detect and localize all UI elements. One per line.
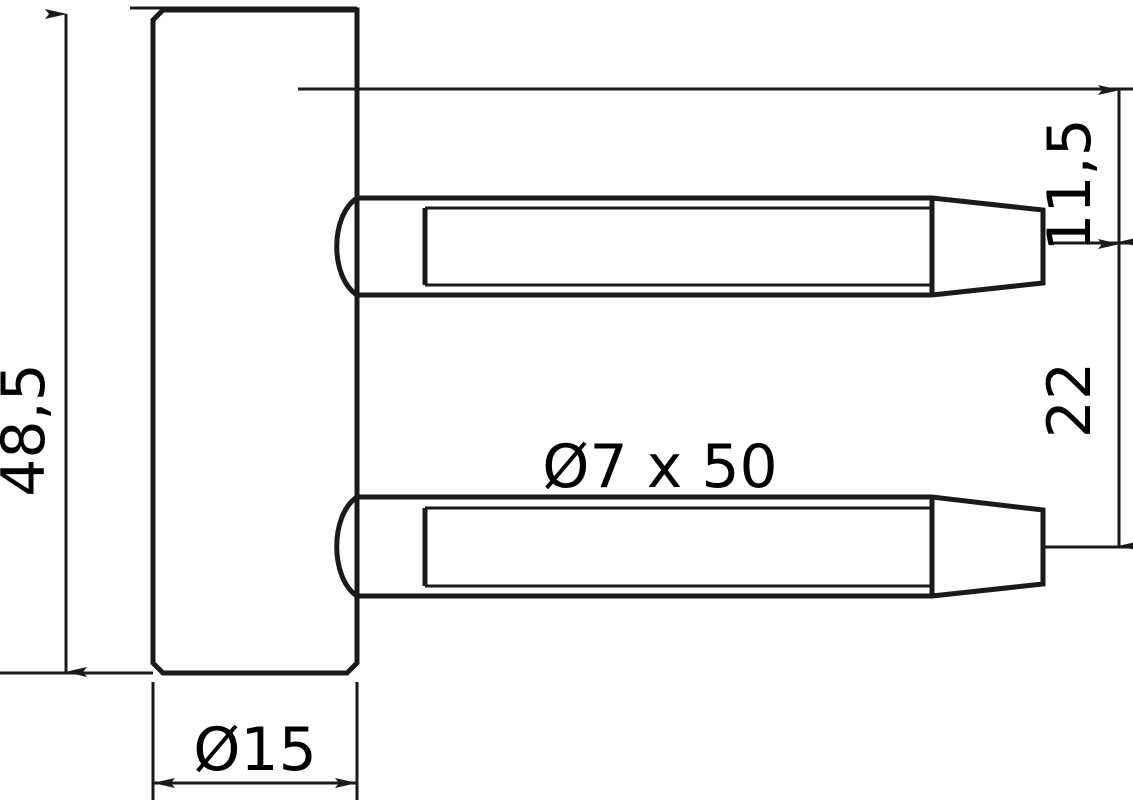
upper-pin — [334, 195, 1046, 298]
dimension-label-body-diameter: Ø15 — [193, 715, 317, 785]
upper-pin-inner-lines — [425, 206, 932, 287]
lower-pin-inner-lines — [425, 506, 932, 588]
hinge-body — [150, 7, 360, 676]
hinge-body-outline — [150, 7, 360, 676]
dimension-label-pin-spacing-lower: 22 — [1035, 362, 1105, 438]
dimension-label-overall-height: 48,5 — [0, 363, 59, 497]
dimension-labels: 48,5 11,5 22 Ø15 Ø7 x 50 — [0, 118, 1105, 785]
lower-pin — [334, 494, 1046, 599]
upper-pin-outline — [357, 195, 1046, 298]
lower-pin-root-radius — [334, 494, 359, 599]
lower-pin-outline — [357, 494, 1046, 599]
annotation-label-pin-spec: Ø7 x 50 — [542, 432, 777, 502]
dimension-label-pin-spacing-upper: 11,5 — [1035, 118, 1105, 252]
extension-lines — [0, 6, 1133, 800]
dimension-lines — [45, 9, 1133, 788]
upper-pin-root-radius — [334, 195, 359, 298]
